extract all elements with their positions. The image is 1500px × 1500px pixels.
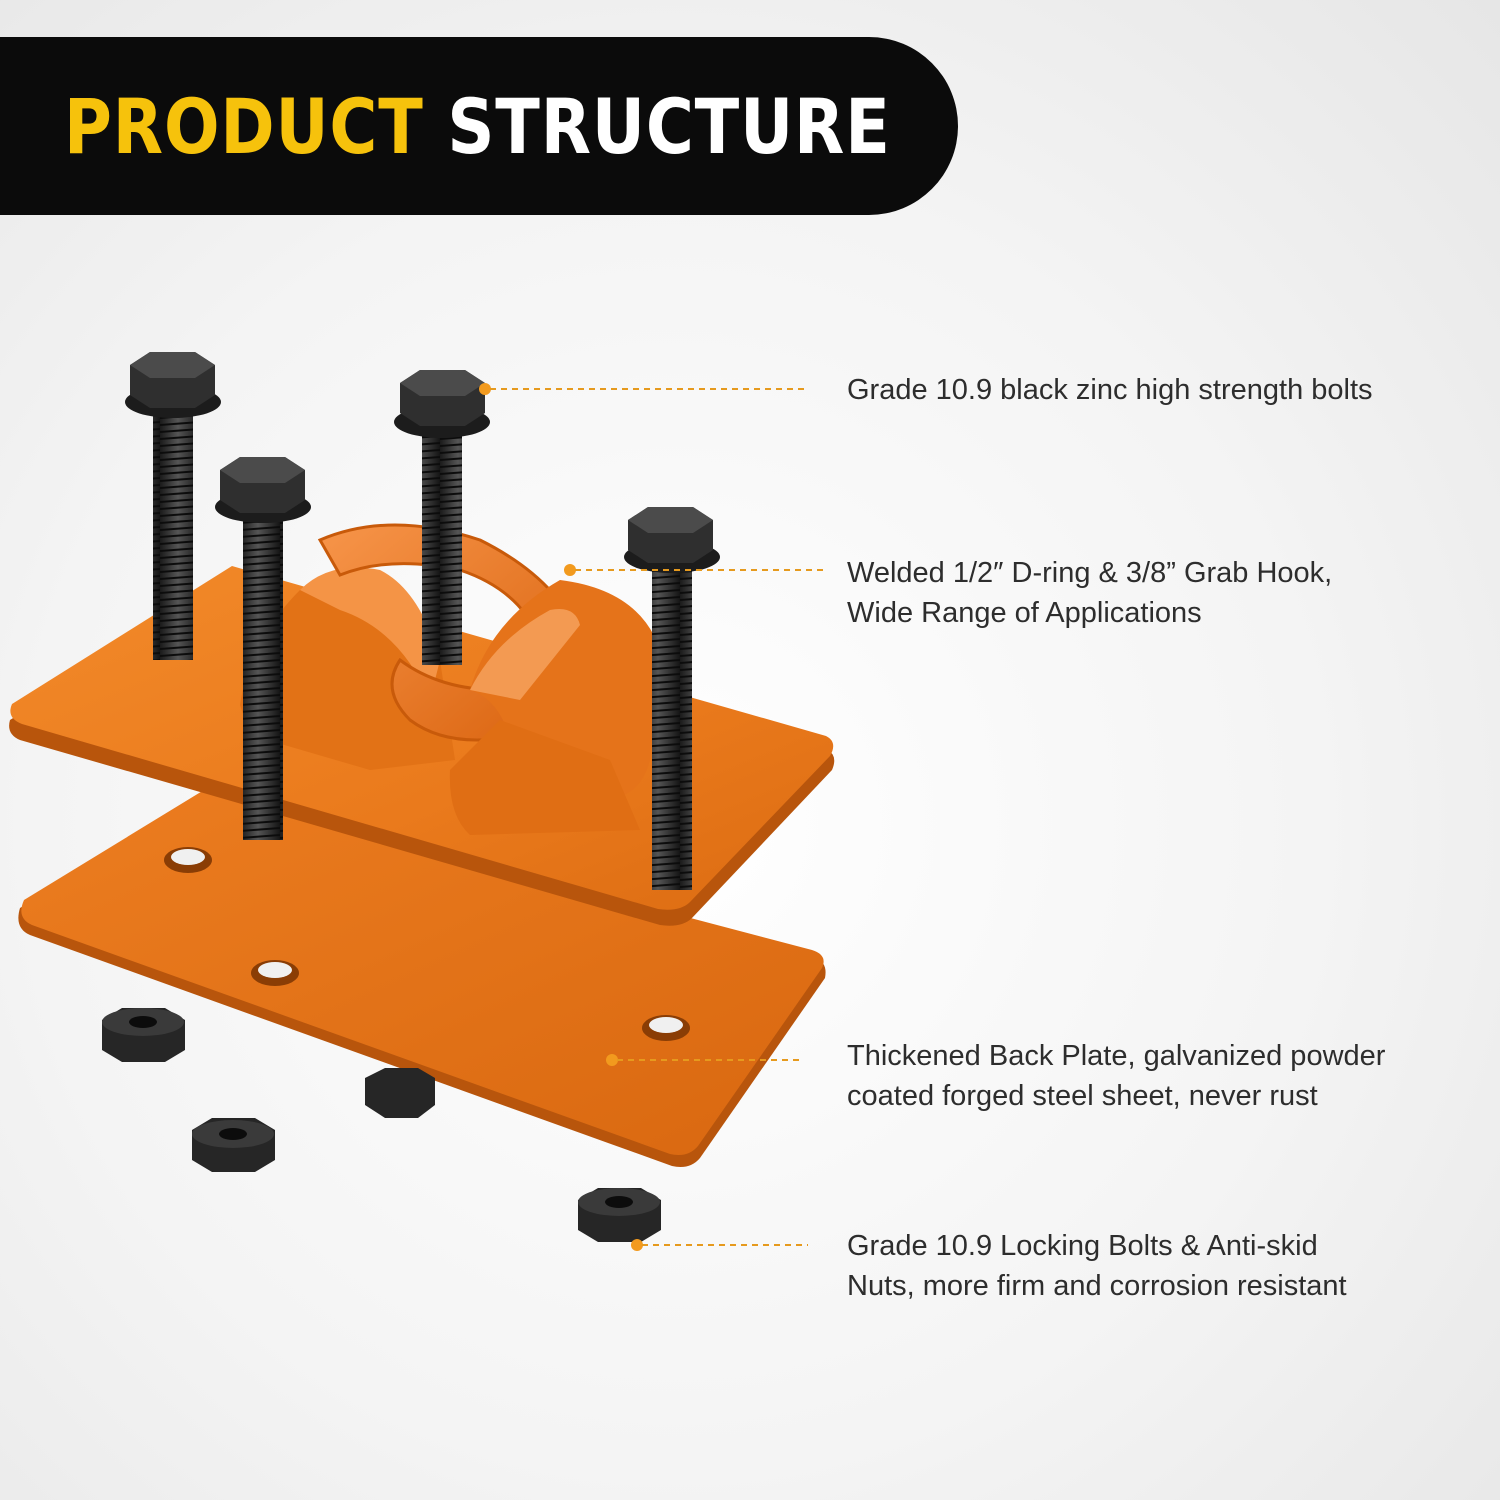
leader-lines — [479, 383, 828, 1251]
callout-line: coated forged steel sheet, never rust — [847, 1080, 1318, 1112]
back-plate-icon — [18, 790, 826, 1167]
callout-d-ring-hook: Welded 1/2″ D-ring & 3/8” Grab Hook, Wid… — [847, 553, 1467, 633]
callout-line: Grade 10.9 black zinc high strength bolt… — [847, 374, 1373, 406]
callout-back-plate: Thickened Back Plate, galvanized powder … — [847, 1036, 1467, 1116]
lock-nut-icon — [102, 1008, 661, 1242]
callout-bolts: Grade 10.9 black zinc high strength bolt… — [847, 370, 1467, 410]
callout-line: Nuts, more firm and corrosion resistant — [847, 1270, 1347, 1302]
title-main: STRUCTURE — [447, 82, 891, 171]
grab-hook-icon — [449, 580, 660, 835]
callout-lock-nuts: Grade 10.9 Locking Bolts & Anti-skid Nut… — [847, 1226, 1467, 1306]
title-accent: PRODUCT — [64, 82, 424, 171]
page-title: PRODUCT STRUCTURE — [64, 79, 891, 175]
callout-line: Welded 1/2″ D-ring & 3/8” Grab Hook, — [847, 557, 1333, 589]
callout-line: Wide Range of Applications — [847, 597, 1202, 629]
bolt-icon — [125, 352, 720, 890]
callout-line: Thickened Back Plate, galvanized powder — [847, 1040, 1386, 1072]
title-banner: PRODUCT STRUCTURE — [0, 37, 958, 215]
callout-line: Grade 10.9 Locking Bolts & Anti-skid — [847, 1230, 1318, 1262]
